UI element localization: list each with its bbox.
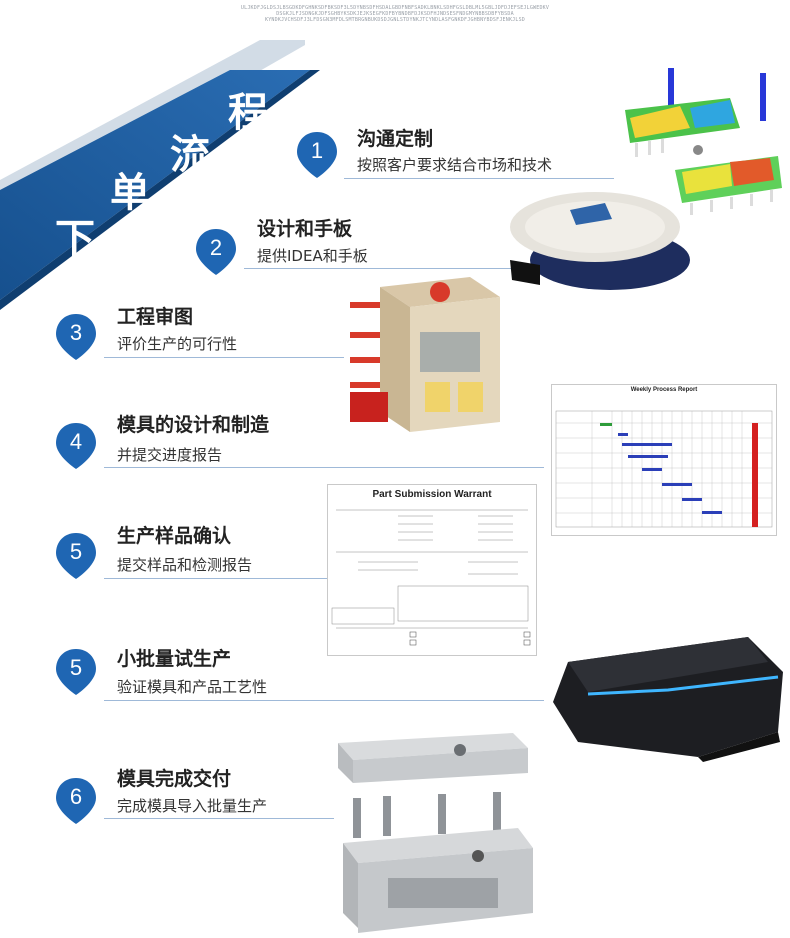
- step-divider: [104, 818, 334, 819]
- map-pin-icon: 2: [195, 227, 237, 277]
- step-divider: [104, 357, 344, 358]
- step-title: 工程审图: [117, 306, 194, 328]
- step-title: 模具完成交付: [117, 768, 232, 790]
- map-pin-icon: 5: [55, 531, 97, 581]
- banner-title-char-1: 下: [55, 216, 95, 262]
- map-pin-icon: 1: [296, 130, 338, 180]
- step-title: 小批量试生产: [117, 648, 232, 670]
- step-divider: [104, 578, 329, 579]
- banner-title-char-3: 流: [170, 132, 210, 178]
- map-pin-icon: 5: [55, 647, 97, 697]
- cad-analysis-image: [625, 68, 782, 215]
- decor-line: ULJKDFJGLDSJLBSGDKDFGHNKSDFBKSDF3L5DYNBS…: [240, 5, 550, 11]
- step-desc: 按照客户要求结合市场和技术: [357, 156, 553, 174]
- step-number: 3: [69, 320, 83, 345]
- step-number: 5: [69, 655, 83, 680]
- step-desc: 提供IDEA和手板: [257, 247, 368, 265]
- finished-mold-image: [338, 733, 533, 933]
- decor-line: KYNDKJVCHSDFJ3LFDSGN3MFDLSMTBRGNBUKDSDJG…: [264, 17, 526, 23]
- step-divider: [104, 467, 544, 468]
- step-divider: [244, 268, 514, 269]
- step-title: 沟通定制: [357, 128, 434, 150]
- step-desc: 评价生产的可行性: [117, 335, 238, 353]
- decor-line: DSGKJLFJSDNGKJDFSGHBYKSDKJEJKSEGFKDFBYBN…: [276, 11, 514, 17]
- map-pin-icon: 6: [55, 776, 97, 826]
- step-desc: 提交样品和检测报告: [117, 556, 253, 574]
- title-banner: [0, 40, 320, 310]
- step-number: 2: [209, 235, 223, 260]
- step-title: 生产样品确认: [117, 525, 232, 547]
- weekly-report-image: Weekly Process Report: [551, 384, 777, 536]
- step-number: 5: [69, 539, 83, 564]
- step-divider: [104, 700, 544, 701]
- gantt-chart: [555, 410, 773, 528]
- warrant-form: [331, 509, 531, 646]
- banner-title-char-2: 单: [110, 170, 150, 216]
- part-submission-warrant-image: Part Submission Warrant: [327, 484, 537, 656]
- step-desc: 并提交进度报告: [117, 446, 223, 464]
- step-number: 1: [310, 138, 324, 163]
- step-desc: 完成模具导入批量生产: [117, 797, 268, 815]
- map-pin-icon: 4: [55, 421, 97, 471]
- step-desc: 验证模具和产品工艺性: [117, 678, 268, 696]
- step-number: 4: [69, 429, 83, 454]
- map-pin-icon: 3: [55, 312, 97, 362]
- step-title: 模具的设计和制造: [117, 414, 270, 436]
- step-divider: [344, 178, 614, 179]
- header-decor-text: ULJKDFJGLDSJLBSGDKDFGHNKSDFBKSDF3L5DYNBS…: [0, 5, 790, 23]
- prototype-image: [510, 192, 690, 290]
- report-title: Weekly Process Report: [630, 387, 698, 393]
- banner-title-char-4: 程: [228, 90, 268, 136]
- mold-design-image: [350, 277, 500, 432]
- product-sample-image: [553, 637, 783, 762]
- warrant-title: Part Submission Warrant: [372, 489, 492, 500]
- step-number: 6: [69, 784, 83, 809]
- step-title: 设计和手板: [257, 218, 353, 240]
